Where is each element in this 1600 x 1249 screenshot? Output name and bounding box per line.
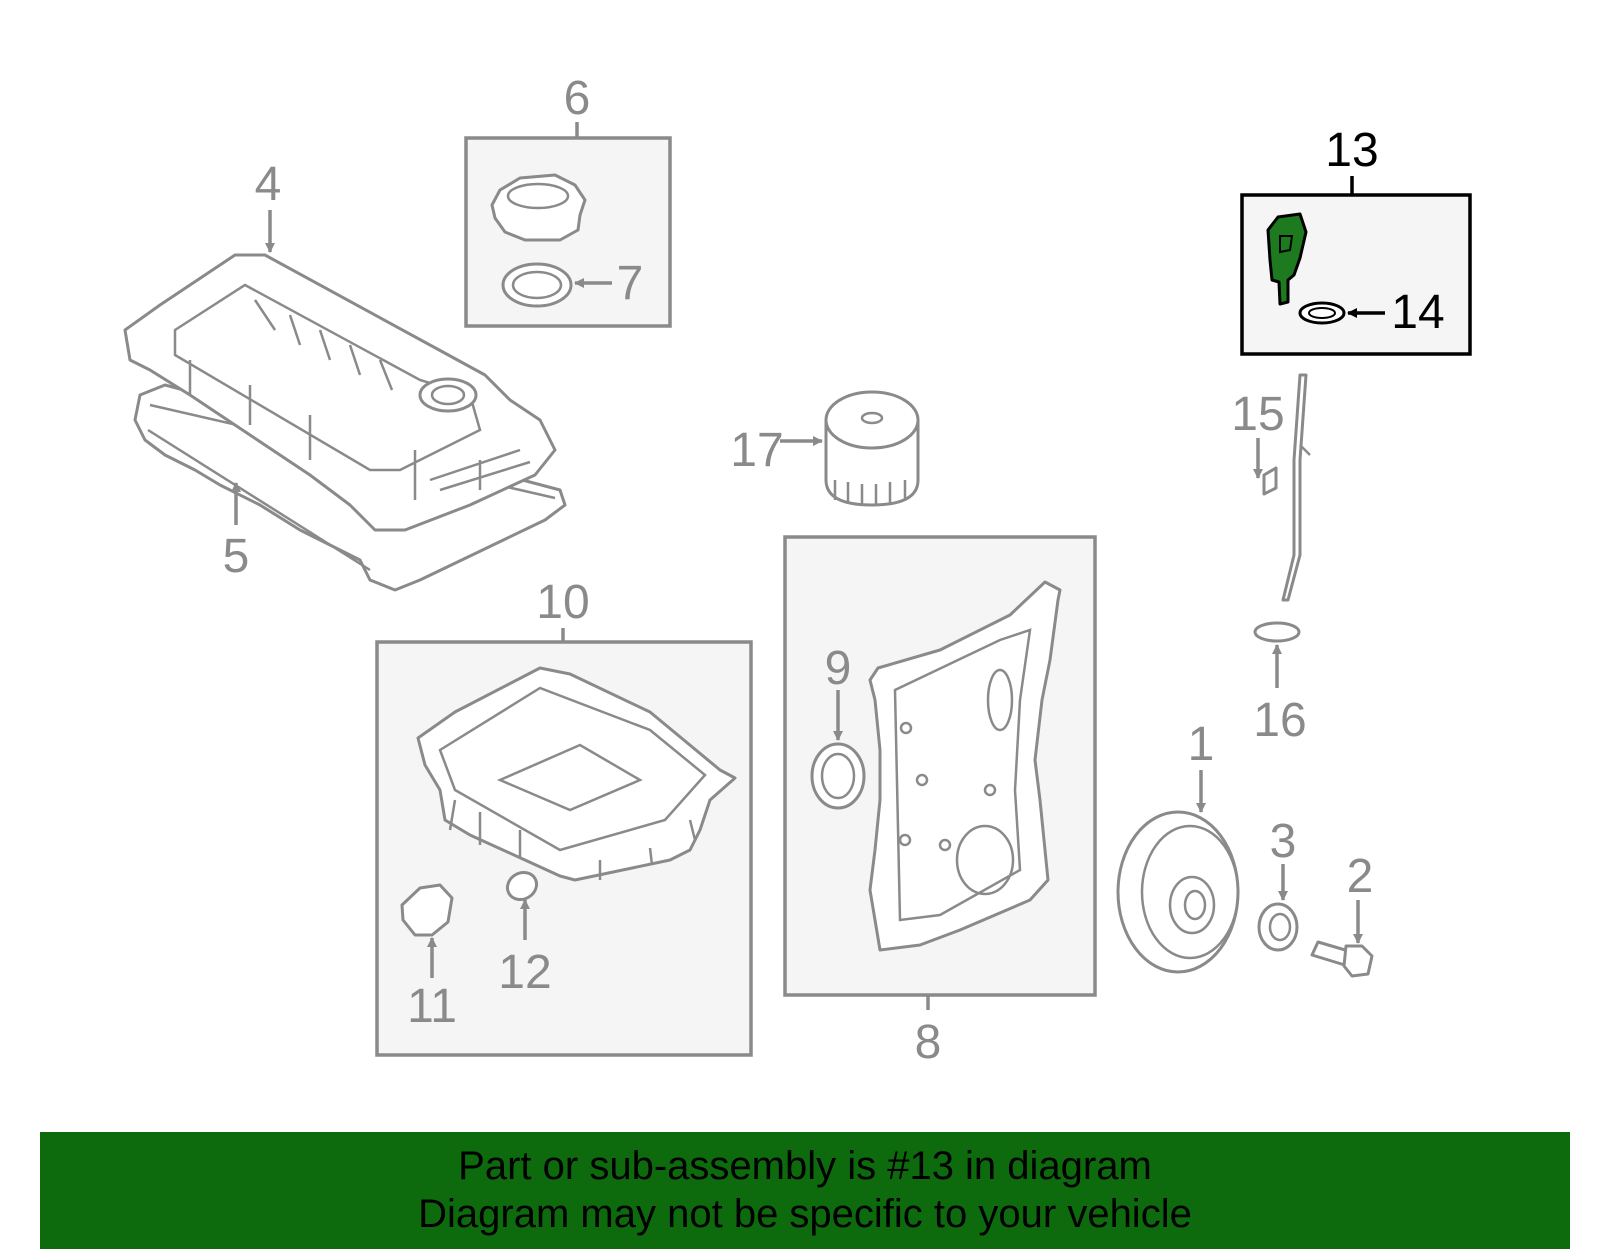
callout-7: 7 (617, 257, 644, 310)
leader-lines (231, 122, 1385, 1010)
callout-2: 2 (1347, 850, 1374, 903)
dipstick-seal (1298, 301, 1346, 325)
info-banner: Part or sub-assembly is #13 in diagram D… (40, 1132, 1570, 1249)
valve-cover (123, 253, 557, 532)
parts-diagram: 1 2 3 4 5 6 7 8 9 10 11 12 13 14 15 16 1… (123, 72, 1472, 1069)
callout-1: 1 (1188, 718, 1215, 771)
oil-dipstick (1262, 373, 1311, 602)
oil-filter (824, 390, 920, 507)
callout-9: 9 (825, 642, 852, 695)
dipstick-oring (1253, 621, 1301, 643)
oil-filler-cap (490, 173, 587, 242)
drain-plug (400, 883, 454, 937)
crankshaft-pulley (1116, 810, 1240, 974)
callout-11: 11 (407, 980, 457, 1033)
callout-6: 6 (564, 72, 591, 125)
callout-14: 14 (1391, 286, 1444, 339)
timing-cover (868, 580, 1062, 952)
drain-plug-gasket (505, 870, 539, 902)
callout-3: 3 (1270, 815, 1297, 868)
callout-10: 10 (536, 576, 589, 629)
callout-13: 13 (1325, 124, 1378, 177)
callout-5: 5 (223, 530, 250, 583)
callout-16: 16 (1253, 694, 1306, 747)
banner-line-2: Diagram may not be specific to your vehi… (418, 1192, 1192, 1236)
callout-15: 15 (1231, 388, 1284, 441)
oil-pan (416, 666, 737, 882)
pulley-bolt (1310, 940, 1374, 978)
pulley-seal (1257, 902, 1299, 952)
callout-12: 12 (498, 946, 551, 999)
oil-dipstick-tube-highlighted (1266, 212, 1308, 306)
callout-4: 4 (255, 158, 282, 211)
callouts: 1 2 3 4 5 6 7 8 9 10 11 12 13 14 15 16 1… (223, 72, 1445, 1069)
banner-line-1: Part or sub-assembly is #13 in diagram (458, 1144, 1152, 1188)
filler-cap-gasket (501, 262, 573, 308)
callout-8: 8 (915, 1016, 942, 1069)
crankshaft-seal-9 (810, 742, 866, 810)
callout-17: 17 (730, 424, 783, 477)
